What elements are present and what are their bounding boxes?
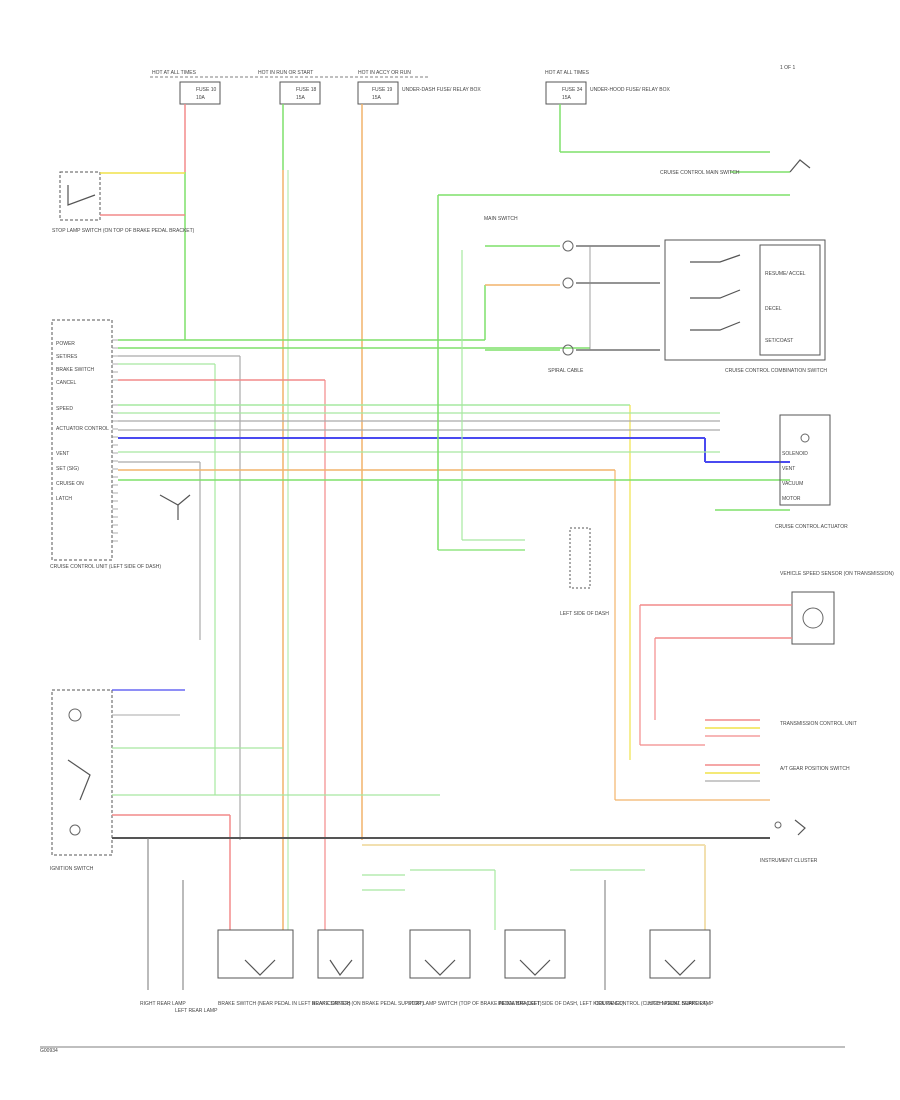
ccu-label-vent: VENT [56,451,69,457]
actuator-part-vent: VENT [782,466,795,472]
fuse-1-label: FUSE 10 [196,87,217,93]
bottom-label-2: LEFT REAR LAMP [175,1008,218,1014]
at-gear-label: A/T GEAR POSITION SWITCH [780,766,850,772]
bottom-label-3: BRAKE SWITCH (NEAR PEDAL IN LEFT REAR CO… [218,1001,351,1007]
bottom-label-8: HIGH MOUNT BRAKE LAMP [648,1001,714,1007]
actuator-part-motor: MOTOR [782,496,801,502]
connector-block: LEFT SIDE OF DASH [461,250,609,617]
ccu-caption: CRUISE CONTROL UNIT (LEFT SIDE OF DASH) [50,564,161,570]
ignition-switch: IGNITION SWITCH [50,689,440,930]
page-marker: 1 OF 1 [780,65,796,71]
stop-lamp-switch-label: STOP LAMP SWITCH (ON TOP OF BRAKE PEDAL … [52,228,195,234]
diagram-id: G00934 [40,1048,58,1054]
fuse-4-label: FUSE 34 [562,87,583,93]
ccu-label-on: CRUISE ON [56,481,84,487]
switch-pos-decel: DECEL [765,306,782,312]
tcm-label: TRANSMISSION CONTROL UNIT [780,721,857,727]
ignition-switch-label: IGNITION SWITCH [50,866,94,872]
spiral-cable-label: SPIRAL CABLE [548,368,584,374]
ccu-label-setres: SET/RES [56,354,78,360]
fuse-block: HOT AT ALL TIMES HOT IN RUN OR START HOT… [150,70,670,105]
cruise-actuator: SOLENOID VENT VACUUM MOTOR CRUISE CONTRO… [775,414,848,530]
ccu-label-latch: LATCH [56,496,72,502]
ccu-label-brake: BRAKE SWITCH [56,367,94,373]
fusebox-label-2: UNDER-HOOD FUSE/ RELAY BOX [590,87,670,93]
instrument-cluster-label: INSTRUMENT CLUSTER [760,858,818,864]
cruise-control-unit: POWER SET/RES BRAKE SWITCH CANCEL SPEED … [50,319,161,570]
cruise-combo-switch: CRUISE CONTROL MAIN SWITCH MAIN SWITCH S… [437,159,827,551]
set-switch [159,494,191,520]
bottom-label-4: BRAKE SWITCH (ON BRAKE PEDAL SUPPORT) [312,1001,424,1007]
fuse-3-amp: 15A [372,95,382,101]
bottom-components: RIGHT REAR LAMP LEFT REAR LAMP BRAKE SWI… [140,838,714,1014]
transmission-control-unit: TRANSMISSION CONTROL UNIT A/T GEAR POSIT… [640,719,857,864]
ccu-label-power: POWER [56,341,75,347]
feed-label-2: HOT IN RUN OR START [258,70,313,76]
actuator-part-solenoid: SOLENOID [782,451,808,457]
switch-pos-resume: RESUME/ ACCEL [765,271,806,277]
bottom-label-1: RIGHT REAR LAMP [140,1001,186,1007]
ccu-label-cancel: CANCEL [56,380,77,386]
main-switch-label: CRUISE CONTROL MAIN SWITCH [660,170,740,176]
feed-label-1: HOT AT ALL TIMES [152,70,197,76]
main-switch-text: MAIN SWITCH [484,216,518,222]
fuse-2-amp: 15A [296,95,306,101]
actuator-label: CRUISE CONTROL ACTUATOR [775,524,848,530]
fusebox-label: UNDER-DASH FUSE/ RELAY BOX [402,87,481,93]
fuse-1-amp: 10A [196,95,206,101]
fuse-2-label: FUSE 18 [296,87,317,93]
ccu-label-speed: SPEED [56,406,73,412]
combo-switch-label: CRUISE CONTROL COMBINATION SWITCH [725,368,827,374]
feed-label-3: HOT IN ACCY OR RUN [358,70,411,76]
bottom-label-6: INDICATOR (LEFT SIDE OF DASH, LEFT KICK … [498,1001,624,1007]
switch-pos-set: SET/COAST [765,338,793,344]
bottom-label-7: CRUISE CONTROL (CLUTCH PEDAL SUPPORT) [595,1001,708,1007]
bottom-label-5: STOP LAMP SWITCH (TOP OF BRAKE PEDAL BRA… [408,1001,542,1007]
stop-lamp-switch: STOP LAMP SWITCH (ON TOP OF BRAKE PEDAL … [52,171,195,234]
ccu-label-set: SET (SIG) [56,466,79,472]
vss-label: VEHICLE SPEED SENSOR (ON TRANSMISSION) [780,571,894,577]
vehicle-speed-sensor: VEHICLE SPEED SENSOR (ON TRANSMISSION) [639,571,894,745]
fuse-4-amp: 15A [562,95,572,101]
left-dash-label: LEFT SIDE OF DASH [560,611,609,617]
fuse-3-label: FUSE 19 [372,87,393,93]
ccu-label-actuator: ACTUATOR CONTROL [56,426,109,432]
actuator-part-vacuum: VACUUM [782,481,803,487]
feed-label-4: HOT AT ALL TIMES [545,70,590,76]
